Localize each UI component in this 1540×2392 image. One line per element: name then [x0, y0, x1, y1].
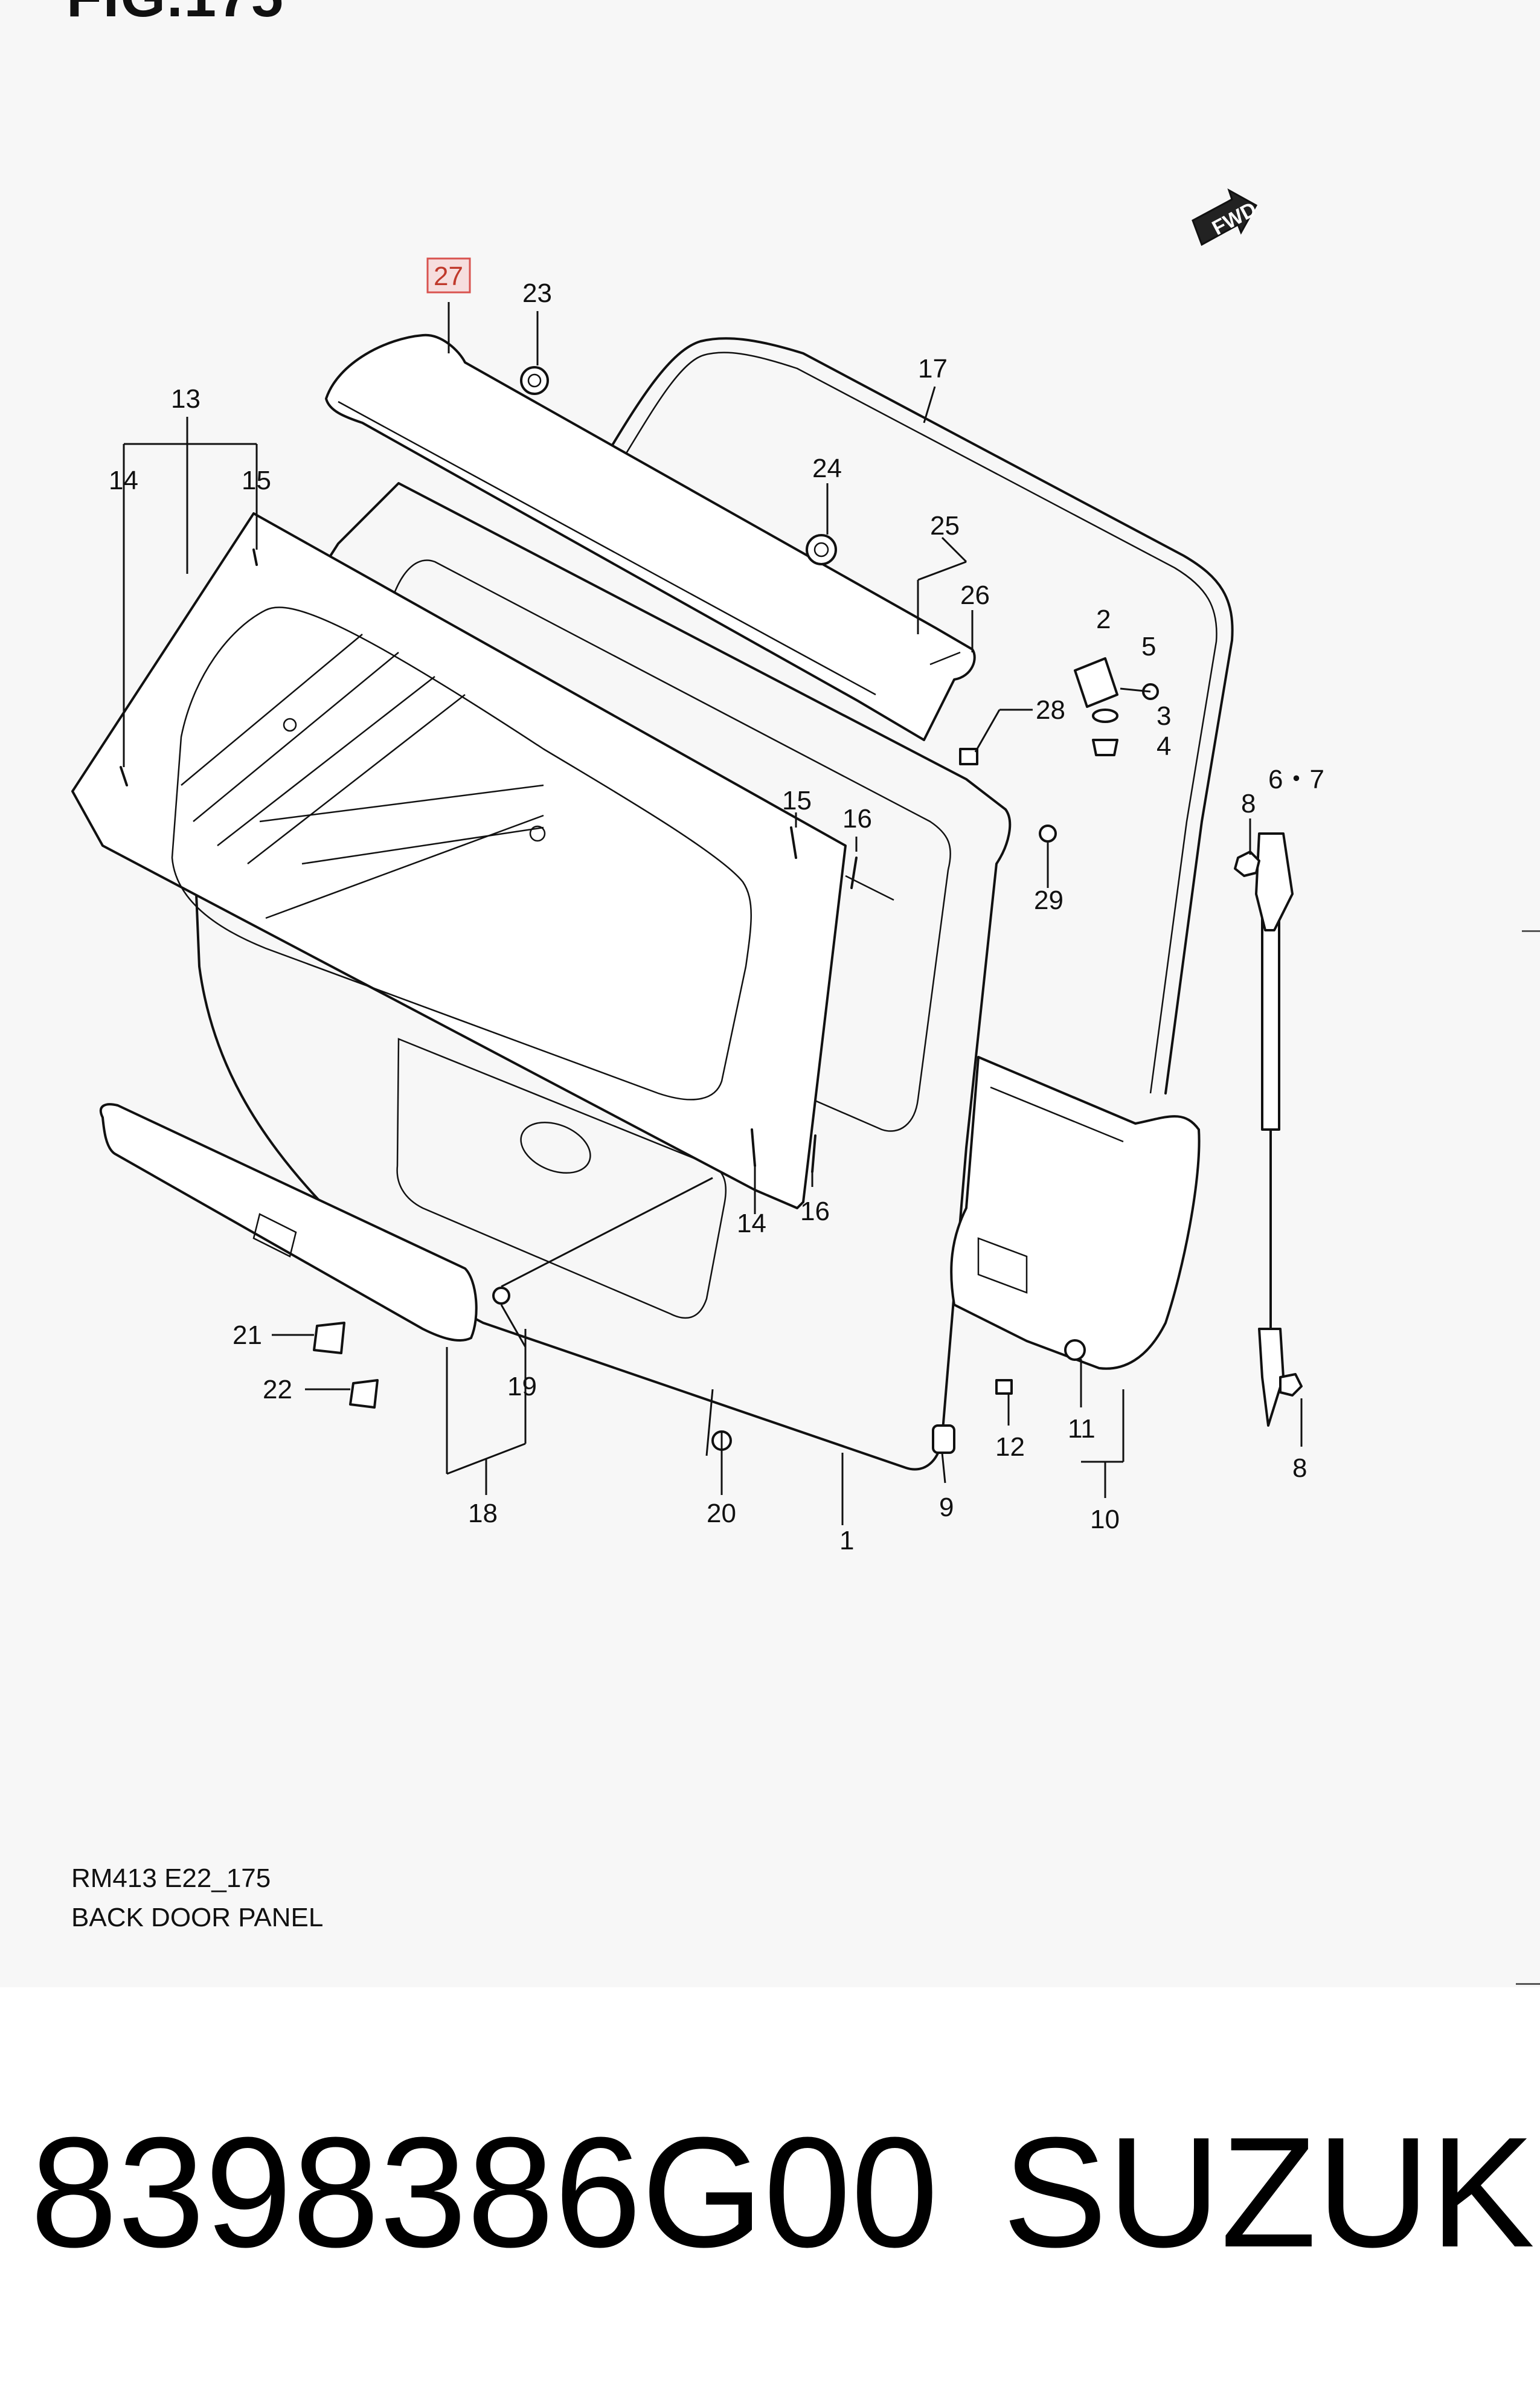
license-lamp-hole: [520, 1121, 591, 1174]
callout-14-left: 14: [109, 466, 138, 495]
callout-10: 10: [1090, 1505, 1120, 1534]
hinge-2: [1074, 657, 1118, 708]
callout-19: 19: [507, 1372, 537, 1401]
callout-23: 23: [522, 278, 552, 308]
bolt-8-upper: [1234, 850, 1260, 877]
callout-15-right: 15: [782, 786, 812, 815]
callout-4: 4: [1157, 731, 1171, 761]
clip-28: [959, 748, 978, 765]
callout-20: 20: [707, 1499, 736, 1528]
callout-15-left: 15: [242, 466, 271, 495]
clip-29: [1039, 825, 1057, 843]
diagram-panel: FIG.175 FWD: [66, 0, 1540, 1985]
glass-defroster-lines: [181, 634, 544, 919]
grommet-24: [806, 534, 837, 565]
clip-11: [1064, 1339, 1086, 1361]
callout-16-upper: 16: [842, 804, 872, 834]
callout-3: 3: [1157, 701, 1171, 731]
callout-12: 12: [995, 1432, 1025, 1462]
callout-26: 26: [960, 580, 990, 610]
exploded-parts-diagram: FWD: [71, 188, 1324, 1555]
clip-14-15-16: [120, 548, 858, 1173]
glass-inner-outline: [171, 606, 752, 1101]
edge-tick-mark-bottom: [1516, 1983, 1540, 1985]
screw-12: [995, 1379, 1013, 1395]
bumper-9: [932, 1424, 955, 1454]
wiper-pivot-hole: [529, 825, 546, 842]
lower-trim-pocket: [977, 1237, 1028, 1294]
callout-1: 1: [839, 1526, 854, 1555]
figure-title: FIG.175: [66, 0, 284, 30]
glass-hole: [283, 718, 297, 732]
nut-4: [1092, 739, 1118, 756]
weatherstrip-17: [603, 337, 1234, 1095]
callout-6-7: 6・7: [1268, 765, 1324, 794]
fwd-arrow-icon: FWD: [1192, 188, 1260, 246]
brand-name: SUZUKI: [1003, 2105, 1540, 2280]
callout-8-lower: 8: [1292, 1453, 1307, 1483]
spoiler-garnish-27: [325, 333, 976, 741]
cap-21: [313, 1322, 345, 1354]
callout-27: 27: [434, 262, 463, 291]
cap-22: [349, 1379, 379, 1409]
bolt-8-lower: [1279, 1373, 1303, 1397]
washer-3: [1092, 709, 1118, 723]
part-number: 8398386G00: [30, 2105, 938, 2280]
spoiler-clip-26: [929, 651, 961, 666]
callout-24: 24: [812, 454, 842, 483]
diagram-name-caption: BACK DOOR PANEL: [71, 1903, 324, 1932]
weatherstrip-17-inner: [618, 352, 1218, 1094]
callout-11: 11: [1068, 1414, 1096, 1444]
callout-17: 17: [918, 354, 948, 384]
callout-13: 13: [171, 384, 201, 414]
callout-28: 28: [1036, 695, 1065, 725]
garnish-emblem-recess: [252, 1213, 297, 1258]
spoiler-edge-line: [338, 400, 876, 696]
callout-9: 9: [939, 1493, 954, 1522]
callout-21: 21: [233, 1320, 262, 1350]
edge-tick-mark: [1522, 930, 1540, 932]
callout-5: 5: [1141, 632, 1156, 661]
callout-27-highlight: [426, 257, 471, 294]
callout-18: 18: [468, 1499, 498, 1528]
callout-25: 25: [930, 511, 960, 541]
grommet-23: [520, 366, 549, 395]
callout-14-right: 14: [737, 1209, 766, 1238]
callout-16-lower: 16: [800, 1197, 830, 1226]
callout-22: 22: [263, 1375, 292, 1404]
callout-2: 2: [1096, 605, 1111, 634]
grommet-19: [492, 1287, 510, 1305]
callout-8-upper: 8: [1241, 789, 1256, 818]
door-lower-opening: [396, 1038, 727, 1319]
leader-lines: [123, 302, 1303, 1525]
callout-29: 29: [1034, 886, 1064, 915]
glass-wiper-lines: [259, 784, 544, 865]
handle-garnish-18: [99, 1103, 478, 1342]
lower-trim-edge: [990, 1086, 1124, 1143]
lower-trim-10: [950, 1056, 1201, 1370]
back-window-glass-13: [71, 512, 847, 1209]
diagram-code-caption: RM413 E22_175: [71, 1863, 271, 1893]
gas-strut-6-7: [1255, 832, 1294, 1427]
